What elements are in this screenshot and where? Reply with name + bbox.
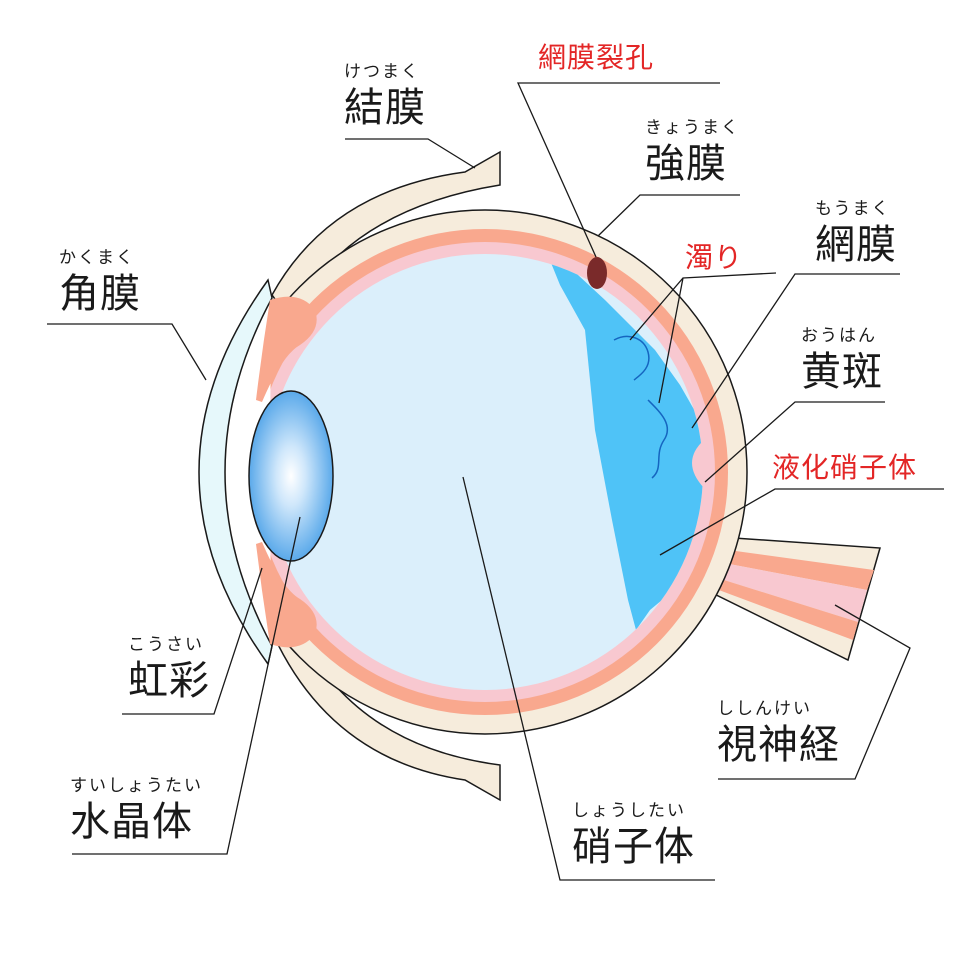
macula-shape — [692, 440, 704, 488]
label-lens-text: 水晶体 — [70, 799, 193, 845]
label-macula: おうはん 黄斑 — [801, 326, 883, 395]
label-sclera-text: 強膜 — [645, 141, 727, 187]
label-retina: もうまく 網膜 — [815, 199, 897, 268]
label-macula-ruby: おうはん — [801, 326, 877, 346]
label-conjunctiva: けつまく 結膜 — [344, 62, 426, 131]
label-sclera: きょうまく 強膜 — [645, 118, 740, 187]
label-vitreous: しょうしたい 硝子体 — [572, 801, 695, 870]
liquefied-vitreous-region — [545, 254, 703, 630]
leader-liquefied — [659, 488, 944, 556]
iris-lower — [256, 542, 317, 648]
leader-sclera — [597, 194, 740, 237]
label-conjunctiva-text: 結膜 — [344, 85, 426, 131]
leader-lens — [72, 516, 301, 855]
label-lens: すいしょうたい 水晶体 — [70, 776, 203, 845]
leader-opacity-2 — [658, 277, 684, 404]
label-cornea-text: 角膜 — [59, 271, 141, 317]
leader-iris — [122, 567, 263, 715]
label-iris: こうさい 虹彩 — [128, 635, 210, 704]
label-iris-text: 虹彩 — [128, 658, 210, 704]
label-optic-nerve-ruby: ししんけい — [717, 699, 812, 719]
optic-nerve-shape — [689, 534, 881, 662]
lens-shape — [248, 390, 334, 562]
label-retina-ruby: もうまく — [815, 199, 891, 219]
label-liquefied-vitreous: 液化硝子体 — [772, 451, 918, 484]
label-iris-ruby: こうさい — [128, 635, 204, 655]
leader-conjunctiva — [345, 138, 476, 169]
leader-retinal-tear — [516, 82, 720, 258]
label-optic-nerve-text: 視神経 — [717, 722, 840, 768]
label-optic-nerve: ししんけい 視神経 — [717, 699, 840, 768]
leader-vitreous — [462, 476, 715, 881]
label-macula-text: 黄斑 — [801, 349, 883, 395]
label-retina-text: 網膜 — [815, 222, 897, 268]
leader-lines — [47, 82, 944, 881]
label-opacity: 濁り — [685, 241, 744, 274]
label-vitreous-ruby: しょうしたい — [572, 801, 686, 821]
label-sclera-ruby: きょうまく — [645, 118, 740, 138]
label-conjunctiva-ruby: けつまく — [344, 62, 420, 82]
leader-cornea — [47, 323, 207, 381]
label-cornea: かくまく 角膜 — [59, 248, 141, 317]
opacity-floaters — [613, 335, 669, 479]
leader-macula — [704, 401, 885, 483]
label-retinal-tear: 網膜裂孔 — [538, 41, 655, 74]
label-cornea-ruby: かくまく — [59, 248, 135, 268]
retinal-tear-shape — [587, 257, 607, 289]
leader-retina — [691, 273, 900, 429]
label-lens-ruby: すいしょうたい — [70, 776, 203, 796]
iris-upper — [256, 296, 317, 402]
leader-optic-nerve — [718, 604, 911, 780]
label-vitreous-text: 硝子体 — [572, 824, 695, 870]
